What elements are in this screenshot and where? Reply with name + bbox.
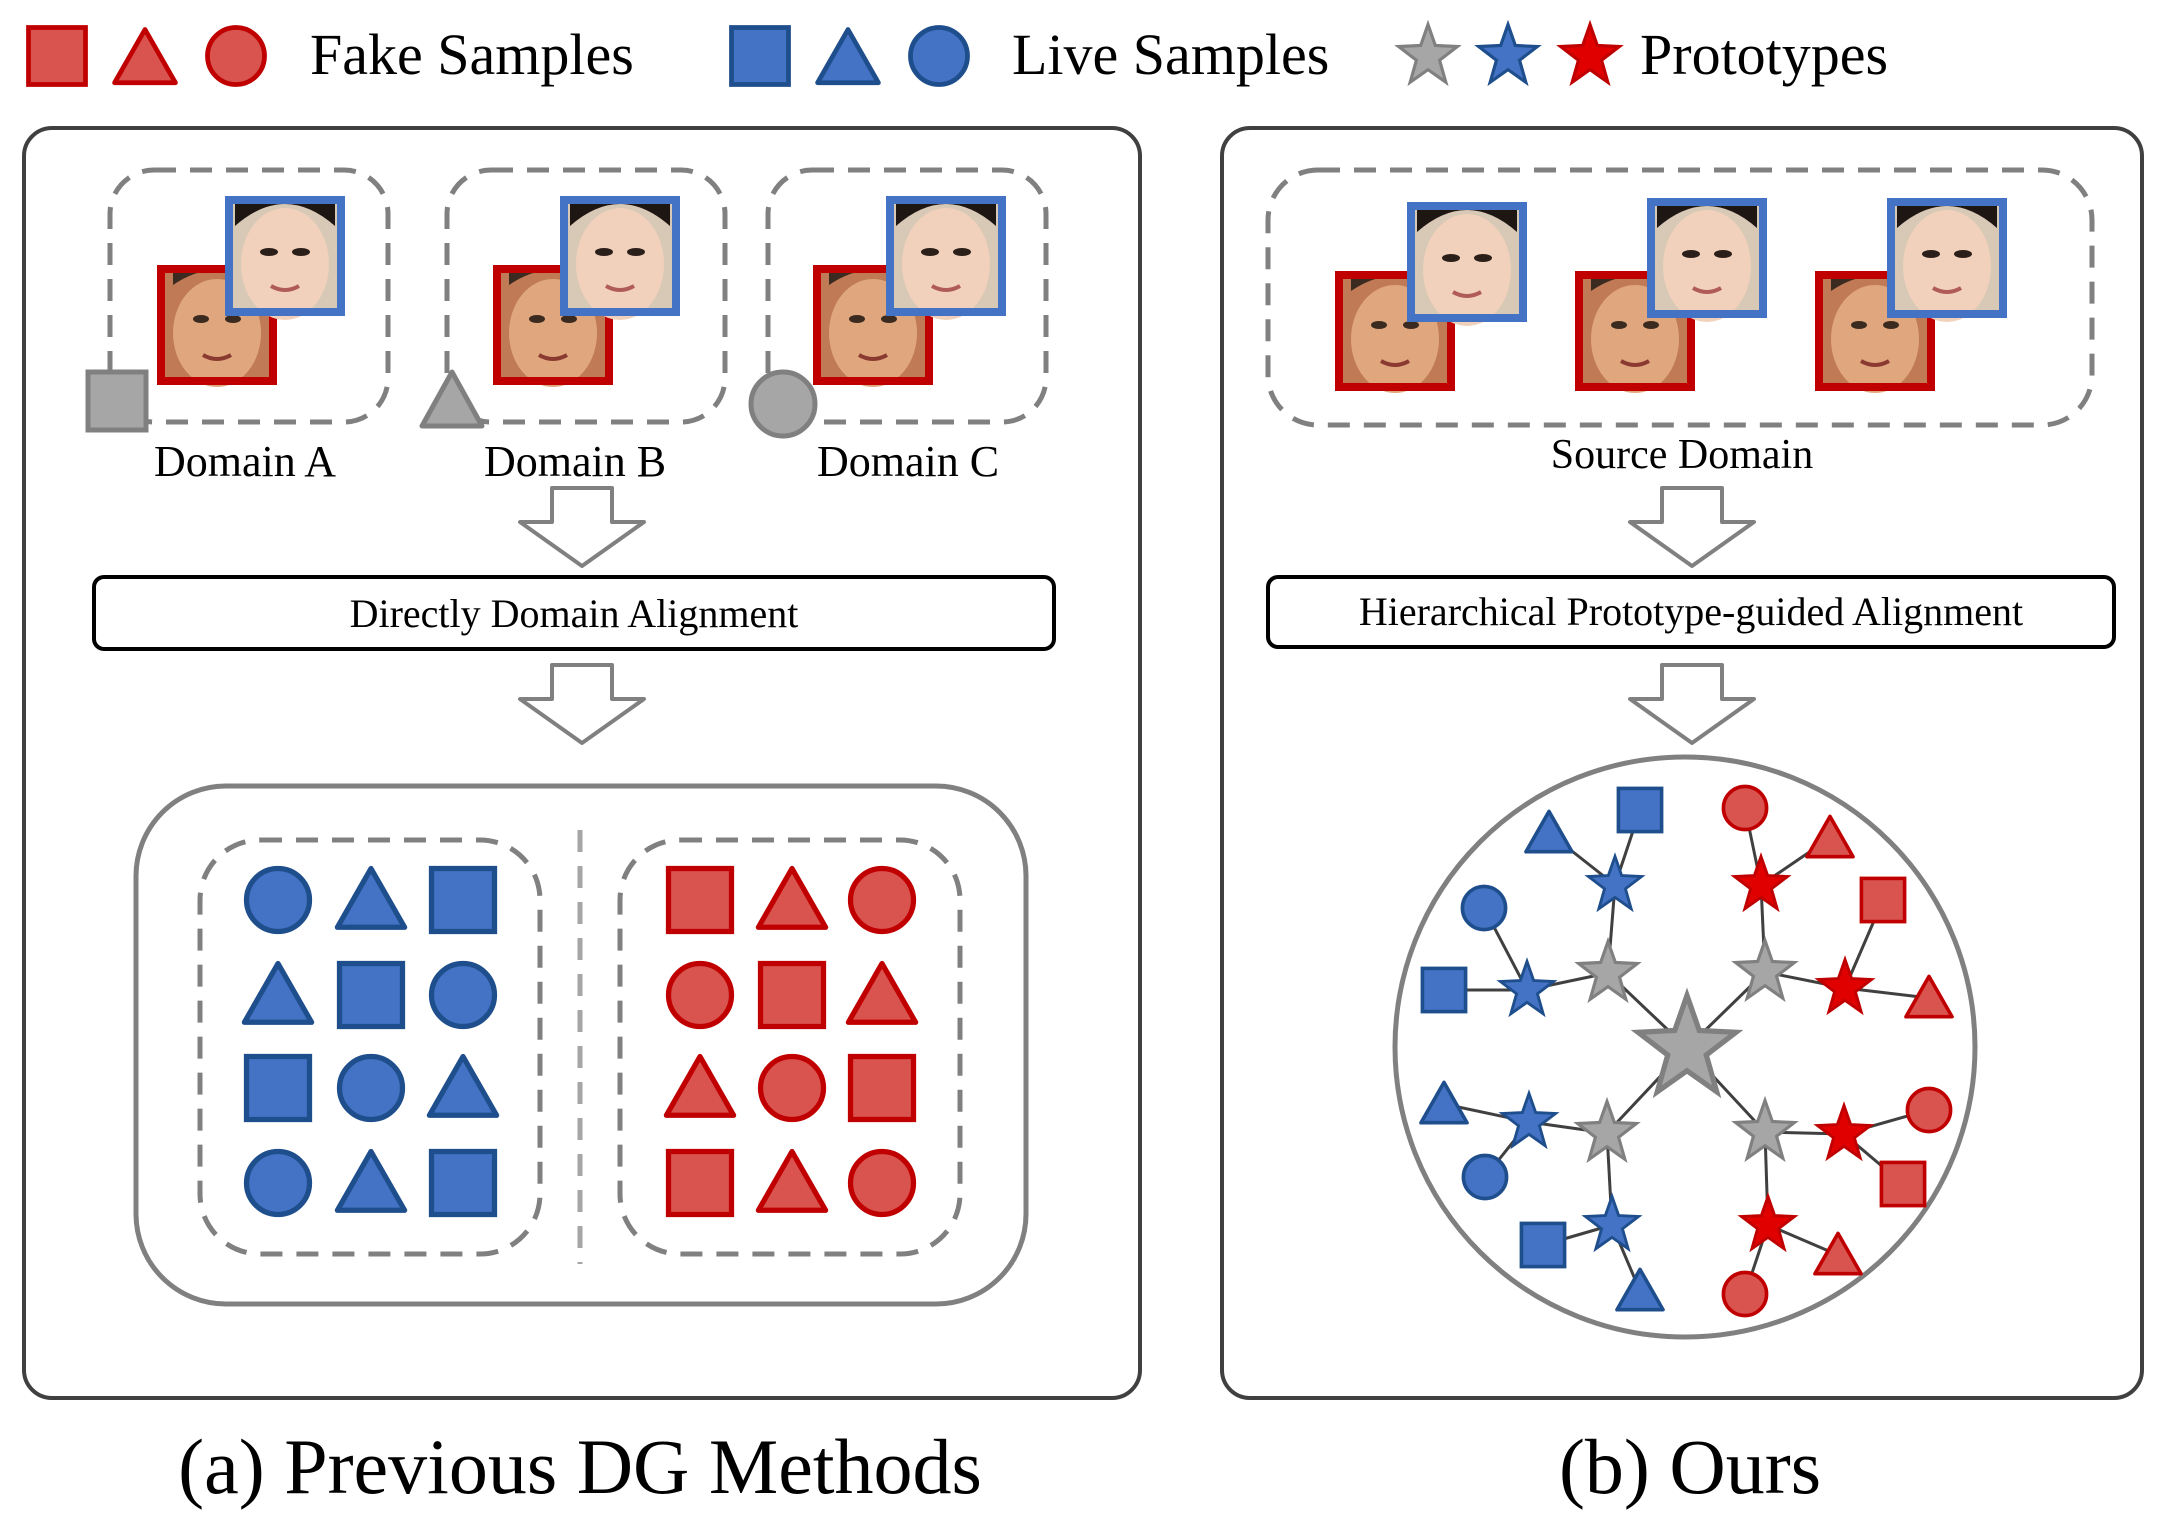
legend-fake-triangle-icon bbox=[115, 29, 176, 82]
red-square-icon bbox=[761, 964, 824, 1027]
red-square-icon bbox=[851, 1057, 914, 1120]
blue-square-icon bbox=[1519, 1221, 1567, 1269]
face-photo bbox=[1647, 198, 1767, 324]
source-domain-group bbox=[1265, 167, 2095, 428]
blue-square-icon bbox=[432, 1152, 495, 1215]
blue-circle-icon bbox=[247, 1152, 310, 1215]
red-square-icon bbox=[669, 869, 732, 932]
red-circle-icon bbox=[851, 1152, 914, 1215]
domain-b-group: Domain B bbox=[419, 167, 728, 486]
face-photo bbox=[1335, 271, 1455, 395]
red-square-icon bbox=[1859, 876, 1907, 924]
legend-fake-circle-icon bbox=[208, 27, 265, 84]
red-circle-icon bbox=[1721, 1270, 1769, 1318]
red-circle-icon bbox=[1905, 1086, 1953, 1134]
legend-live-triangle-icon bbox=[818, 29, 879, 82]
panel-a: Domain A Domain B Domain C bbox=[22, 126, 1142, 1510]
panel-b-process-label: Hierarchical Prototype-guided Alignment bbox=[1359, 589, 2023, 634]
blue-circle-icon bbox=[1460, 884, 1508, 932]
legend-live-square-icon bbox=[732, 27, 789, 84]
legend-prototype-label: Prototypes bbox=[1640, 22, 1888, 87]
prototype-hierarchy bbox=[1419, 784, 1954, 1318]
face-photo bbox=[886, 196, 1006, 322]
legend-live-circle-icon bbox=[911, 27, 968, 84]
panel-b-caption: (b) Ours bbox=[1559, 1423, 1821, 1510]
source-domain-label: Source Domain bbox=[1551, 432, 1813, 478]
legend-gray-star-icon bbox=[1397, 22, 1459, 84]
face-photo bbox=[813, 265, 933, 389]
fake-cluster bbox=[617, 837, 963, 1257]
domain-a-label: Domain A bbox=[154, 437, 336, 486]
panel-a-caption: (a) Previous DG Methods bbox=[178, 1423, 982, 1510]
domain-c-label: Domain C bbox=[817, 437, 999, 486]
domain-a-group: Domain A bbox=[85, 167, 391, 486]
domain-c-group: Domain C bbox=[748, 167, 1049, 486]
panel-b: Source Domain Hierarchical Prototype-gui… bbox=[1220, 126, 2144, 1510]
blue-circle-icon bbox=[1461, 1153, 1509, 1201]
blue-square-icon bbox=[247, 1057, 310, 1120]
legend-fake-label: Fake Samples bbox=[310, 22, 634, 87]
face-photo bbox=[157, 265, 277, 389]
blue-circle-icon bbox=[432, 964, 495, 1027]
face-photo bbox=[1815, 271, 1935, 395]
face-photo bbox=[225, 196, 345, 322]
legend-blue-star-icon bbox=[1477, 22, 1539, 84]
panel-a-process-box bbox=[92, 575, 1056, 651]
panel-a-process-label: Directly Domain Alignment bbox=[350, 591, 799, 636]
blue-square-icon bbox=[1420, 966, 1468, 1014]
legend-red-star-icon bbox=[1559, 22, 1621, 84]
blue-square-icon bbox=[340, 964, 403, 1027]
red-square-icon bbox=[669, 1152, 732, 1215]
blue-circle-icon bbox=[247, 869, 310, 932]
domain-b-triangle-icon bbox=[419, 369, 485, 429]
legend-live-label: Live Samples bbox=[1012, 22, 1329, 87]
face-photo bbox=[493, 265, 613, 389]
panel-b-process-box bbox=[1266, 575, 2116, 649]
blue-square-icon bbox=[432, 869, 495, 932]
red-circle-icon bbox=[761, 1057, 824, 1120]
face-photo bbox=[560, 196, 680, 322]
blue-circle-icon bbox=[340, 1057, 403, 1120]
face-photo bbox=[1575, 271, 1695, 395]
blue-square-icon bbox=[1616, 786, 1664, 834]
red-square-icon bbox=[1879, 1160, 1927, 1208]
domain-b-label: Domain B bbox=[484, 437, 666, 486]
face-photo bbox=[1887, 198, 2007, 324]
red-circle-icon bbox=[669, 964, 732, 1027]
red-circle-icon bbox=[851, 869, 914, 932]
red-circle-icon bbox=[1721, 784, 1769, 832]
legend: Fake Samples Live Samples Prototypes bbox=[28, 22, 1888, 87]
domain-a-square-icon bbox=[85, 369, 149, 433]
face-photo bbox=[1407, 202, 1527, 328]
live-cluster bbox=[197, 837, 543, 1257]
domain-c-circle-icon bbox=[748, 369, 818, 439]
legend-fake-square-icon bbox=[28, 27, 85, 84]
